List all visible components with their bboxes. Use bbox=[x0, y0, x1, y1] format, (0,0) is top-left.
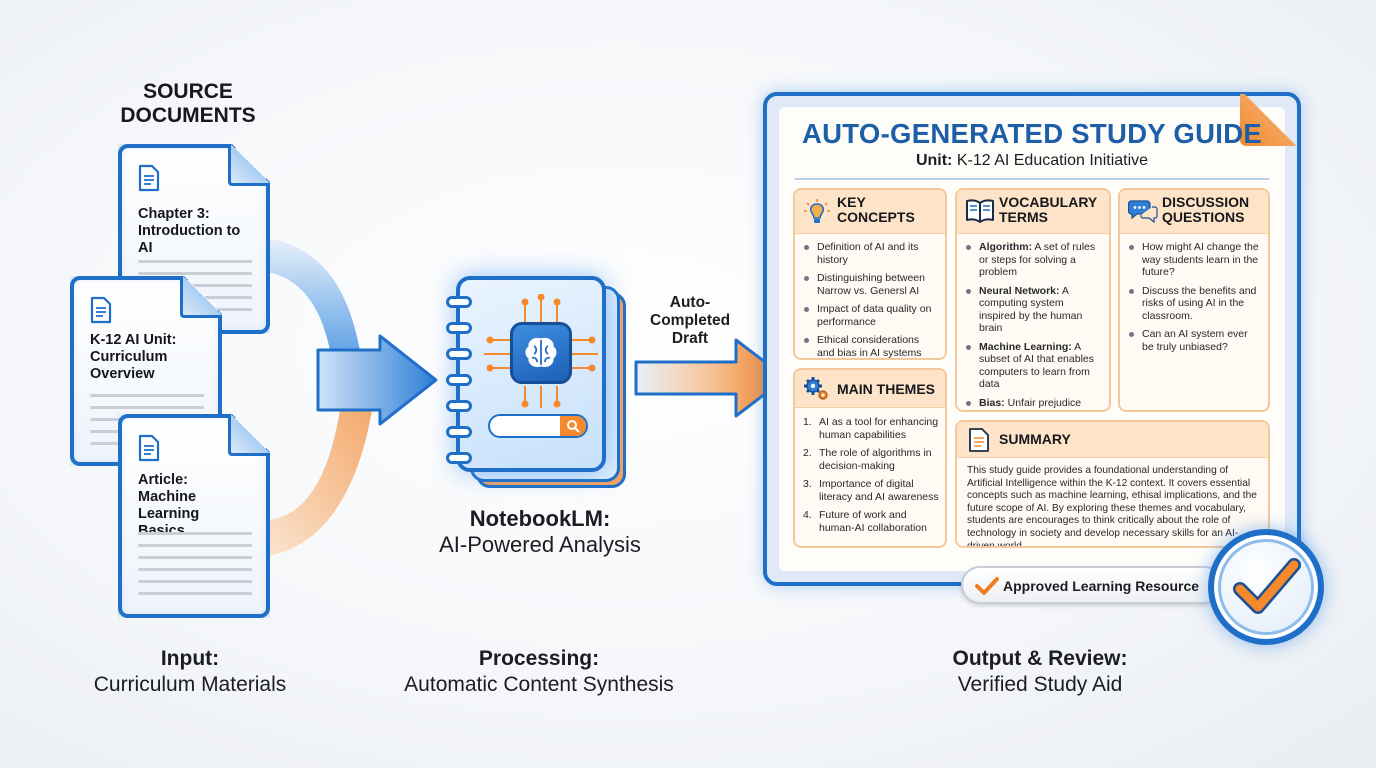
approved-learning-resource-badge: Approved Learning Resource bbox=[961, 566, 1223, 604]
lower-flow-arrow bbox=[268, 410, 372, 556]
list-item: Discuss the benefits and risks of using … bbox=[1128, 285, 1262, 323]
doc-1-label-line2: Introduction to AI bbox=[138, 223, 241, 256]
output-arrow bbox=[634, 338, 788, 418]
unit-value: K-12 AI Education Initiative bbox=[956, 152, 1149, 169]
list-item: How might AI change the way students lea… bbox=[1128, 241, 1262, 279]
processing-stage-subtitle: Automatic Content Synthesis bbox=[404, 673, 674, 696]
discussion-title-line1: DISCUSSION bbox=[1162, 194, 1250, 210]
output-stage-subtitle: Verified Study Aid bbox=[957, 673, 1123, 696]
ai-chip bbox=[510, 322, 572, 384]
circuit-lines bbox=[484, 294, 598, 408]
approved-label: Approved Learning Resource bbox=[1003, 578, 1200, 594]
list-item: 2.The role of algorithms in decision-mak… bbox=[803, 447, 932, 472]
key-concepts-title-line1: KEY bbox=[837, 194, 866, 210]
discussion-title-line2: QUESTIONS bbox=[1162, 209, 1245, 225]
list-item: Ethical considerations and bias in AI sy… bbox=[803, 334, 939, 358]
title-divider bbox=[795, 178, 1269, 180]
study-guide-unit: Unit: K-12 AI Education Initiative bbox=[779, 152, 1285, 170]
checkmark-icon bbox=[975, 577, 999, 595]
list-item: Can an AI system ever be truly unbiased? bbox=[1128, 328, 1262, 353]
input-stage-subtitle: Curriculum Materials bbox=[93, 673, 287, 696]
processing-stage-title: Processing: bbox=[478, 647, 600, 670]
list-item: Bias: Unfair prejudice generated by an A… bbox=[965, 397, 1103, 410]
summary-text: This study guide provides a foundational… bbox=[967, 465, 1257, 548]
study-guide-title: AUTO-GENERATED STUDY GUIDE bbox=[801, 118, 1263, 149]
summary-title: SUMMARY bbox=[999, 431, 1071, 447]
list-item: Machine Learning: A subset of AI that en… bbox=[965, 341, 1103, 391]
notebooklm-title: NotebookLM: bbox=[469, 506, 611, 531]
summary-card: SUMMARY This study guide provides a foun… bbox=[955, 420, 1270, 548]
discussion-questions-card: DISCUSSION QUESTIONS How might AI change… bbox=[1118, 188, 1270, 412]
list-item: Distinguishing between Narrow vs. Geners… bbox=[803, 272, 939, 297]
key-concepts-card: KEY CONCEPTS Definition of AI and its hi… bbox=[793, 188, 947, 360]
input-stage-label: Input: Curriculum Materials bbox=[60, 646, 320, 698]
arrow-label: Auto- Completed Draft bbox=[650, 294, 731, 347]
doc-1-label-line1: Chapter 3: bbox=[138, 206, 210, 222]
page-corner-fold bbox=[1240, 94, 1300, 146]
document-icon bbox=[90, 296, 112, 324]
list-item: Definition of AI and its history bbox=[803, 241, 939, 266]
list-item: Neural Network: A computing system inspi… bbox=[965, 285, 1103, 335]
list-item: 1.AI as a tool for enhancing human capab… bbox=[803, 416, 939, 441]
output-stage-label: Output & Review: Verified Study Aid bbox=[900, 646, 1180, 698]
upper-flow-arrow bbox=[268, 238, 360, 350]
doc-3-label-line2: Machine Learning bbox=[138, 489, 200, 522]
doc-3-label-line1: Article: bbox=[138, 472, 188, 488]
gears-icon bbox=[804, 377, 828, 400]
input-stage-title: Input: bbox=[160, 647, 220, 670]
document-article: Article: Machine Learning Basics bbox=[118, 414, 270, 618]
list-item: 4.Future of work and human-AI collaborat… bbox=[803, 509, 927, 534]
main-themes-title: MAIN THEMES bbox=[837, 381, 935, 397]
verified-check-badge bbox=[1208, 529, 1324, 645]
key-concepts-title-line2: CONCEPTS bbox=[837, 209, 915, 225]
list-item: 3.Importance of digital literacy and AI … bbox=[803, 478, 939, 503]
notebooklm-subtitle: AI-Powered Analysis bbox=[439, 532, 641, 557]
vocabulary-terms-card: VOCABULARY TERMS Algorithm: A set of rul… bbox=[955, 188, 1111, 412]
doc-2-label-line3: Overview bbox=[90, 366, 155, 382]
doc-3-label-line3: Basics bbox=[138, 523, 185, 539]
output-stage-title: Output & Review: bbox=[952, 647, 1128, 670]
document-icon bbox=[969, 428, 989, 452]
list-item: Impact of data quality on performance bbox=[803, 303, 939, 328]
lightbulb-icon bbox=[804, 199, 830, 223]
main-themes-card: MAIN THEMES 1.AI as a tool for enhancing… bbox=[793, 368, 947, 548]
open-book-icon bbox=[966, 199, 994, 223]
brain-icon bbox=[525, 338, 557, 367]
vocabulary-title-line1: VOCABULARY bbox=[999, 194, 1098, 210]
unit-label: Unit: bbox=[915, 152, 953, 169]
checkmark-icon bbox=[1233, 558, 1301, 614]
vocabulary-title-line2: TERMS bbox=[999, 209, 1048, 225]
search-icon bbox=[560, 416, 586, 436]
notebook-search-bar bbox=[488, 414, 588, 438]
document-icon bbox=[138, 434, 160, 462]
processing-stage-label: Processing: Automatic Content Synthesis bbox=[380, 646, 698, 698]
source-documents-title: SOURCE DOCUMENTS bbox=[120, 80, 256, 127]
notebooklm-notebook bbox=[446, 276, 606, 472]
speech-bubbles-icon bbox=[1128, 200, 1158, 224]
doc-2-label-line1: K-12 AI Unit: bbox=[90, 332, 177, 348]
list-item: Algorithm: A set of rules or steps for s… bbox=[965, 241, 1103, 279]
document-icon bbox=[138, 164, 160, 192]
merge-arrow-head bbox=[316, 334, 438, 426]
notebooklm-label: NotebookLM: AI-Powered Analysis bbox=[410, 506, 670, 558]
doc-2-label-line2: Curriculum bbox=[90, 349, 168, 365]
